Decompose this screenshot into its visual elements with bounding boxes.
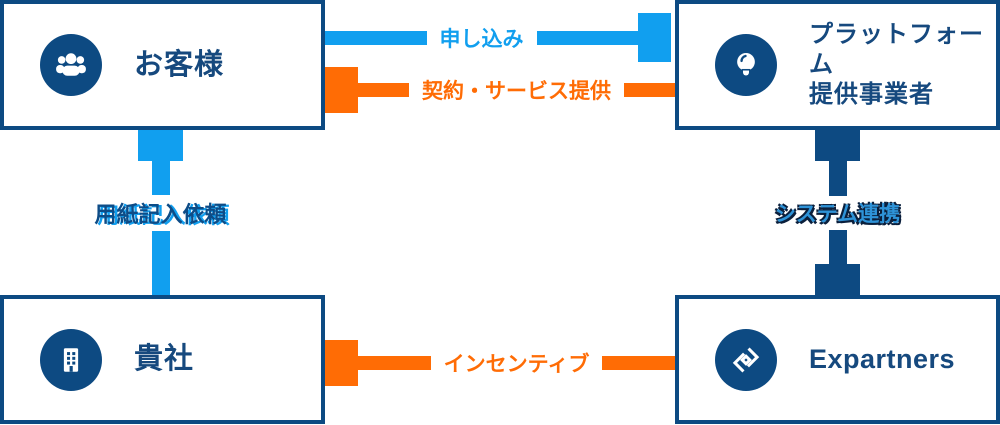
arrow-system-link-head-bottom [815, 264, 860, 295]
arrow-application-head-right [638, 13, 671, 62]
arrow-application: 申し込み [325, 13, 671, 62]
node-company: 貴社 [0, 295, 325, 424]
arrow-incentive-head-left [325, 340, 358, 386]
arrow-incentive: インセンティブ [325, 340, 675, 386]
node-customer: お客様 [0, 0, 325, 130]
arrow-form-request-shaft-top [151, 161, 170, 195]
arrow-contract-service-shaft-right [624, 83, 675, 97]
arrow-application-shaft-left [325, 30, 427, 45]
arrow-application-shaft-right [536, 30, 638, 45]
arrow-system-link-shaft-top [828, 161, 847, 196]
arrow-system-link-head-top [815, 130, 860, 161]
arrow-contract-service-head-left [325, 67, 358, 113]
customer-label: お客様 [134, 48, 225, 81]
arrow-form-request-label: 用紙記入依頼 [94, 201, 227, 227]
arrow-contract-service-label: 契約・サービス提供 [422, 80, 611, 103]
arrow-system-link: システム連携 [775, 130, 900, 295]
arrow-form-request-head-top [138, 130, 183, 161]
platform-label-line2: 提供事業者 [809, 81, 934, 108]
arrow-incentive-label: インセンティブ [443, 353, 590, 376]
arrow-form-request-shaft-bottom [151, 230, 170, 295]
arrow-system-link-shaft-bottom [828, 229, 847, 264]
node-platform: プラットフォーム 提供事業者 [675, 0, 1000, 130]
arrow-incentive-shaft-right [602, 356, 675, 370]
lightbulb-icon [715, 34, 777, 96]
expartners-logo-icon [715, 328, 777, 391]
arrow-form-request: 用紙記入依頼 [95, 130, 227, 295]
arrow-incentive-shaft-left [358, 356, 431, 370]
people-icon [40, 34, 102, 96]
expartners-label: Expartners [809, 344, 956, 375]
arrow-contract-service-shaft-left [358, 83, 409, 97]
arrow-application-label: 申し込み [439, 27, 524, 51]
arrow-system-link-label: システム連携 [774, 202, 901, 226]
node-expartners: Expartners [675, 295, 1000, 424]
company-label: 貴社 [134, 343, 195, 376]
building-icon [40, 328, 102, 391]
platform-label-line1: プラットフォーム [809, 21, 984, 78]
platform-label: プラットフォーム 提供事業者 [809, 20, 996, 110]
arrow-contract-service: 契約・サービス提供 [325, 67, 675, 113]
